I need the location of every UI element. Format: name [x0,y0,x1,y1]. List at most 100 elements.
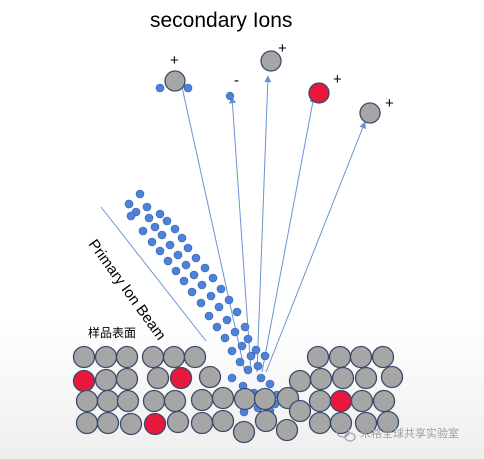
primary-ion-dot [142,202,152,212]
sample-atom [331,366,355,390]
primary-ion-dot [173,250,183,260]
primary-ion-dot [189,270,199,280]
primary-ion-dot [227,373,237,383]
sample-atom [211,386,235,410]
sample-atom [371,345,395,369]
charge-label: + [170,52,179,69]
attached-ion-dot [155,83,165,93]
charge-label: + [333,71,342,88]
primary-ion-dot [216,284,226,294]
diagram-title: secondary Ions [150,9,292,32]
secondary-ion [164,70,186,92]
sample-atom [75,411,99,435]
primary-ion-dot [206,291,216,301]
impurity-atom [143,412,167,436]
secondary-ions-group: + - + + + [155,40,394,124]
primary-ion-dot [204,311,214,321]
primary-ion-dot [214,302,224,312]
primary-ion-dot [222,315,232,325]
primary-ion-dot [260,351,270,361]
sample-atom [288,399,312,423]
sample-atom [115,345,139,369]
sample-atom [142,389,166,413]
primary-beam-guide-line [100,206,207,342]
trajectory-arrow [261,95,317,373]
sample-surface-label: 样品表面 [88,325,136,340]
primary-ion-dot [163,256,173,266]
sample-atom [376,410,400,434]
secondary-ion [308,82,330,104]
primary-ion-dot [224,295,234,305]
sample-atom [94,368,118,392]
sample-surface-atoms [72,345,404,444]
primary-ion-dot [212,322,222,332]
sample-atom [198,365,222,389]
sample-atom [349,345,373,369]
sample-atom [146,366,170,390]
sample-atom [328,345,352,369]
sample-atom [350,389,374,413]
impurity-atom [329,389,353,413]
sample-atom [232,420,256,444]
primary-ion-dot [177,233,187,243]
primary-ion-dot [147,237,157,247]
sample-atom [308,411,332,435]
sample-atom [96,411,120,435]
primary-ion-dot [187,287,197,297]
sample-atom [115,367,139,391]
charge-label: + [278,40,287,57]
sample-atom [75,389,99,413]
charge-label: - [234,72,239,89]
sample-atom [183,345,207,369]
sample-atom [354,366,378,390]
primary-ion-dot [162,216,172,226]
primary-ion-dot [179,276,189,286]
primary-ion-dot [240,322,250,332]
sample-atom [372,389,396,413]
primary-ion-dot [126,211,136,221]
primary-ion-dot [138,226,148,236]
primary-ion-dot [155,246,165,256]
trajectory-arrow [265,121,366,373]
sample-atom [190,411,214,435]
primary-ion-dot [243,365,253,375]
secondary-ion [359,102,381,124]
sample-atom [211,409,235,433]
sample-atom [254,409,278,433]
sample-atom [380,365,404,389]
primary-ion-dot [196,298,206,308]
secondary-ion-trajectories [177,75,366,373]
primary-ion-dot [165,240,175,250]
sample-atom [190,388,214,412]
primary-ion-dot [230,327,240,337]
impurity-atom [72,369,96,393]
secondary-ion [225,91,235,101]
primary-ion-dot [197,280,207,290]
attached-ion-dot [183,83,193,93]
primary-ion-dot [243,334,253,344]
primary-ion-dot [157,230,167,240]
primary-ion-dot [235,357,245,367]
primary-ion-dot [253,361,263,371]
sample-atom [94,345,118,369]
primary-ion-dot [251,345,261,355]
primary-ion-dot [150,222,160,232]
primary-ion-dot [200,263,210,273]
primary-ion-dot [144,213,154,223]
primary-ion-dot [191,253,201,263]
sample-atom [163,389,187,413]
charge-label: + [385,95,394,112]
primary-ion-dot [171,266,181,276]
sample-atom [162,345,186,369]
sample-atom [253,387,277,411]
primary-ion-dot [220,333,230,343]
secondary-ion [260,50,282,72]
primary-ion-dot [246,351,256,361]
sample-atom [141,345,165,369]
primary-ion-dot [181,260,191,270]
sample-atom [233,387,257,411]
primary-ion-dot [208,273,218,283]
impurity-atom [169,366,193,390]
sample-atom [72,345,96,369]
sample-atom [309,367,333,391]
